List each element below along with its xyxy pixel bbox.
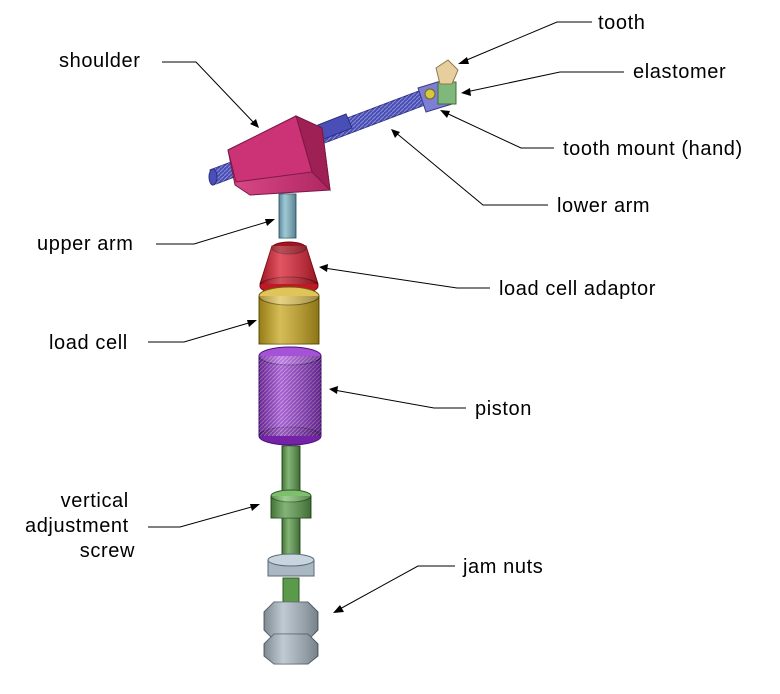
label-elastomer: elastomer (633, 61, 726, 83)
load-cell-adaptor-part (259, 241, 319, 296)
leader-piston (329, 386, 466, 409)
label-tooth: tooth (598, 12, 645, 34)
leader-tooth-mount (440, 110, 554, 149)
leader-upper-arm (156, 219, 275, 245)
piston-part (258, 346, 322, 446)
vertical-adjustment-screw-part (270, 445, 312, 603)
label-shoulder: shoulder (59, 50, 141, 72)
leader-lower-arm (391, 129, 548, 206)
leader-tooth (458, 21, 592, 64)
label-upper-arm: upper arm (37, 233, 134, 255)
label-vas-line-3: screw (80, 540, 135, 562)
load-cell-part (258, 286, 320, 345)
leader-shoulder (162, 61, 259, 128)
label-jam-nuts: jam nuts (462, 556, 543, 578)
jam-nuts-part (263, 553, 319, 665)
shoulder-part (227, 115, 331, 196)
tooth-part (435, 59, 459, 85)
label-piston: piston (475, 398, 532, 420)
label-vas-line-2: adjustment (25, 515, 129, 537)
label-load-cell: load cell (49, 332, 128, 354)
leader-jam-nuts (333, 565, 455, 613)
label-vertical-adjustment-screw: vertical adjustment screw (25, 490, 135, 562)
upper-arm-part (278, 193, 297, 239)
elastomer-part (437, 81, 457, 105)
leader-vertical-adjustment-screw (148, 504, 260, 528)
leader-load-cell-adaptor (319, 264, 490, 289)
leader-elastomer (461, 71, 624, 96)
label-vas-line-1: vertical (61, 490, 129, 512)
label-lower-arm: lower arm (557, 195, 650, 217)
label-load-cell-adaptor: load cell adaptor (499, 278, 656, 300)
label-tooth-mount: tooth mount (hand) (563, 138, 743, 160)
leader-load-cell (148, 320, 257, 343)
